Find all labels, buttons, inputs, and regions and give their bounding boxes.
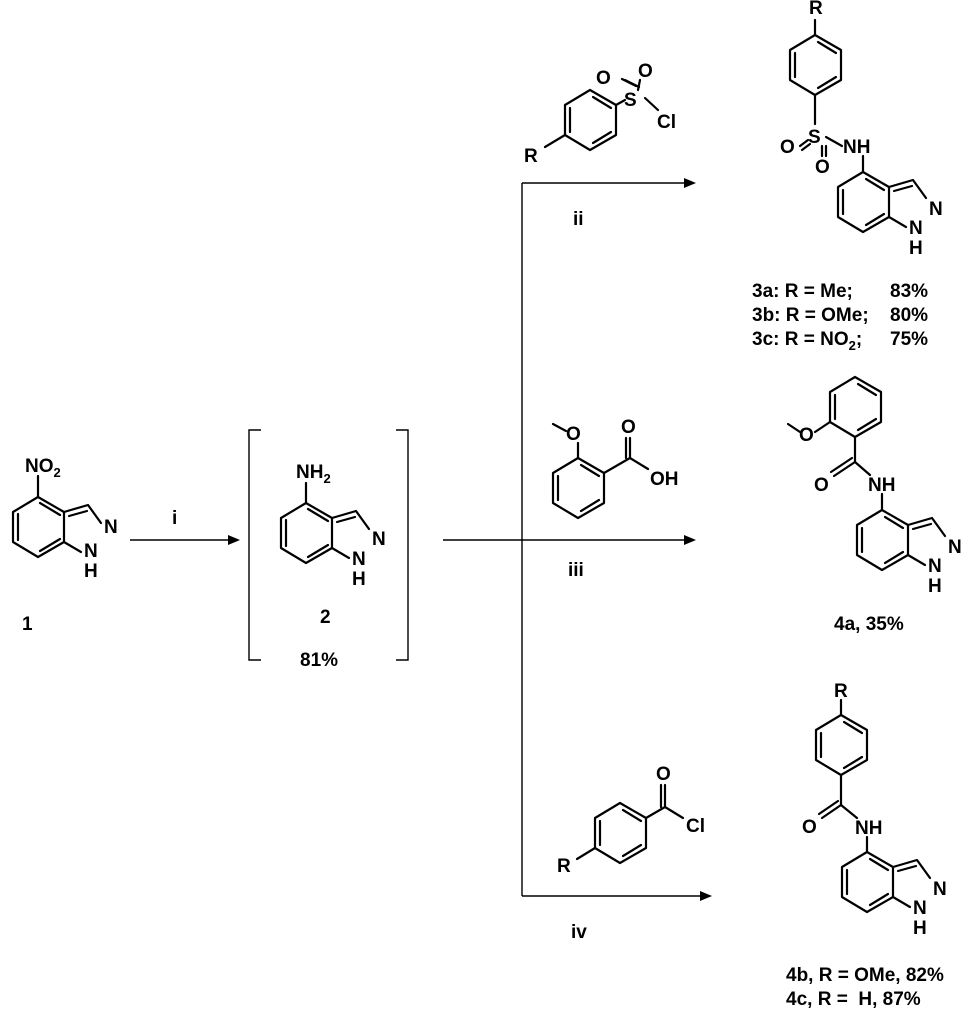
atom-o: O — [638, 61, 653, 82]
atom-n: N — [933, 879, 947, 900]
compound-1-label: 1 — [22, 614, 33, 635]
branch-arrows — [443, 178, 712, 901]
compound-3b-yield: 80% — [890, 305, 928, 326]
atom-s: S — [624, 90, 637, 111]
atom-r: R — [524, 146, 538, 167]
benzoyl-chloride-reagent: O Cl R — [557, 764, 705, 877]
atom-n: N — [929, 199, 943, 220]
atom-o: O — [596, 68, 611, 89]
compound-3a-yield: 83% — [890, 281, 928, 302]
atom-r: R — [809, 0, 823, 19]
compound-4bc-legend: 4b, R = OMe, 82% 4c, R = H, 87% — [786, 965, 944, 1010]
compound-3-structure: R S O O NH N N H — [780, 0, 943, 259]
atom-cl: Cl — [657, 112, 676, 133]
atom-o: O — [799, 425, 814, 446]
atom-h: H — [913, 918, 927, 939]
atom-r: R — [557, 856, 571, 877]
reagent-i: i — [172, 508, 177, 529]
compound-3c-yield: 75% — [890, 329, 928, 350]
atom-nh: NH — [868, 475, 895, 496]
compound-2-label: 2 — [320, 607, 331, 628]
methoxybenzoic-acid-reagent: O O OH — [551, 417, 679, 520]
atom-h: H — [84, 561, 98, 582]
compound-1-structure: N N H NO2 — [11, 456, 118, 582]
atom-n: N — [913, 898, 927, 919]
atom-h: H — [352, 569, 366, 590]
atom-h: H — [928, 576, 942, 597]
atom-r: R — [834, 681, 848, 702]
arrow-i — [130, 535, 240, 545]
atom-h: H — [909, 238, 923, 259]
atom-nh: NH — [843, 137, 870, 158]
reagent-iii: iii — [568, 560, 584, 581]
compound-2-bracket — [248, 429, 409, 661]
compound-4bc-structure: R O NH N N H — [802, 681, 947, 939]
compound-4b-label: 4b, R = OMe, 82% — [786, 965, 944, 986]
atom-n: N — [928, 556, 942, 577]
atom-o: O — [814, 475, 829, 496]
atom-n: N — [948, 537, 962, 558]
atom-n: N — [352, 549, 366, 570]
atom-o: O — [566, 424, 581, 445]
atom-cl: Cl — [686, 816, 705, 837]
atom-n: N — [909, 218, 923, 239]
atom-o: O — [815, 157, 830, 178]
atom-oh: OH — [650, 469, 679, 490]
compound-3a-name: 3a: R = Me; — [752, 281, 853, 302]
compound-4a-label: 4a, 35% — [834, 614, 904, 635]
compound-3b-name: 3b: R = OMe; — [752, 305, 869, 326]
reagent-iv: iv — [571, 922, 587, 943]
atom-nh: NH — [855, 818, 882, 839]
reagent-ii: ii — [573, 209, 584, 230]
atom-o: O — [802, 817, 817, 838]
atom-n: N — [84, 541, 98, 562]
compound-2-structure: N N H NH2 — [279, 462, 386, 590]
nitro-group: NO2 — [25, 456, 61, 480]
atom-s: S — [808, 127, 821, 148]
compound-4c-label: 4c, R = H, 87% — [786, 989, 921, 1010]
atom-n: N — [372, 529, 386, 550]
amino-group: NH2 — [296, 462, 331, 486]
atom-o: O — [780, 137, 795, 158]
compound-4a-structure: O O NH N N H — [786, 375, 962, 597]
compound-3-legend: 3a: R = Me; 83% 3b: R = OMe; 80% 3c: R =… — [752, 281, 928, 353]
atom-n: N — [104, 517, 118, 538]
compound-2-yield: 81% — [300, 650, 338, 671]
sulfonyl-chloride-reagent: S O O Cl R — [524, 61, 676, 167]
atom-o: O — [621, 417, 636, 438]
compound-3c-name: 3c: R = NO2; — [752, 329, 862, 353]
atom-o: O — [656, 764, 671, 785]
